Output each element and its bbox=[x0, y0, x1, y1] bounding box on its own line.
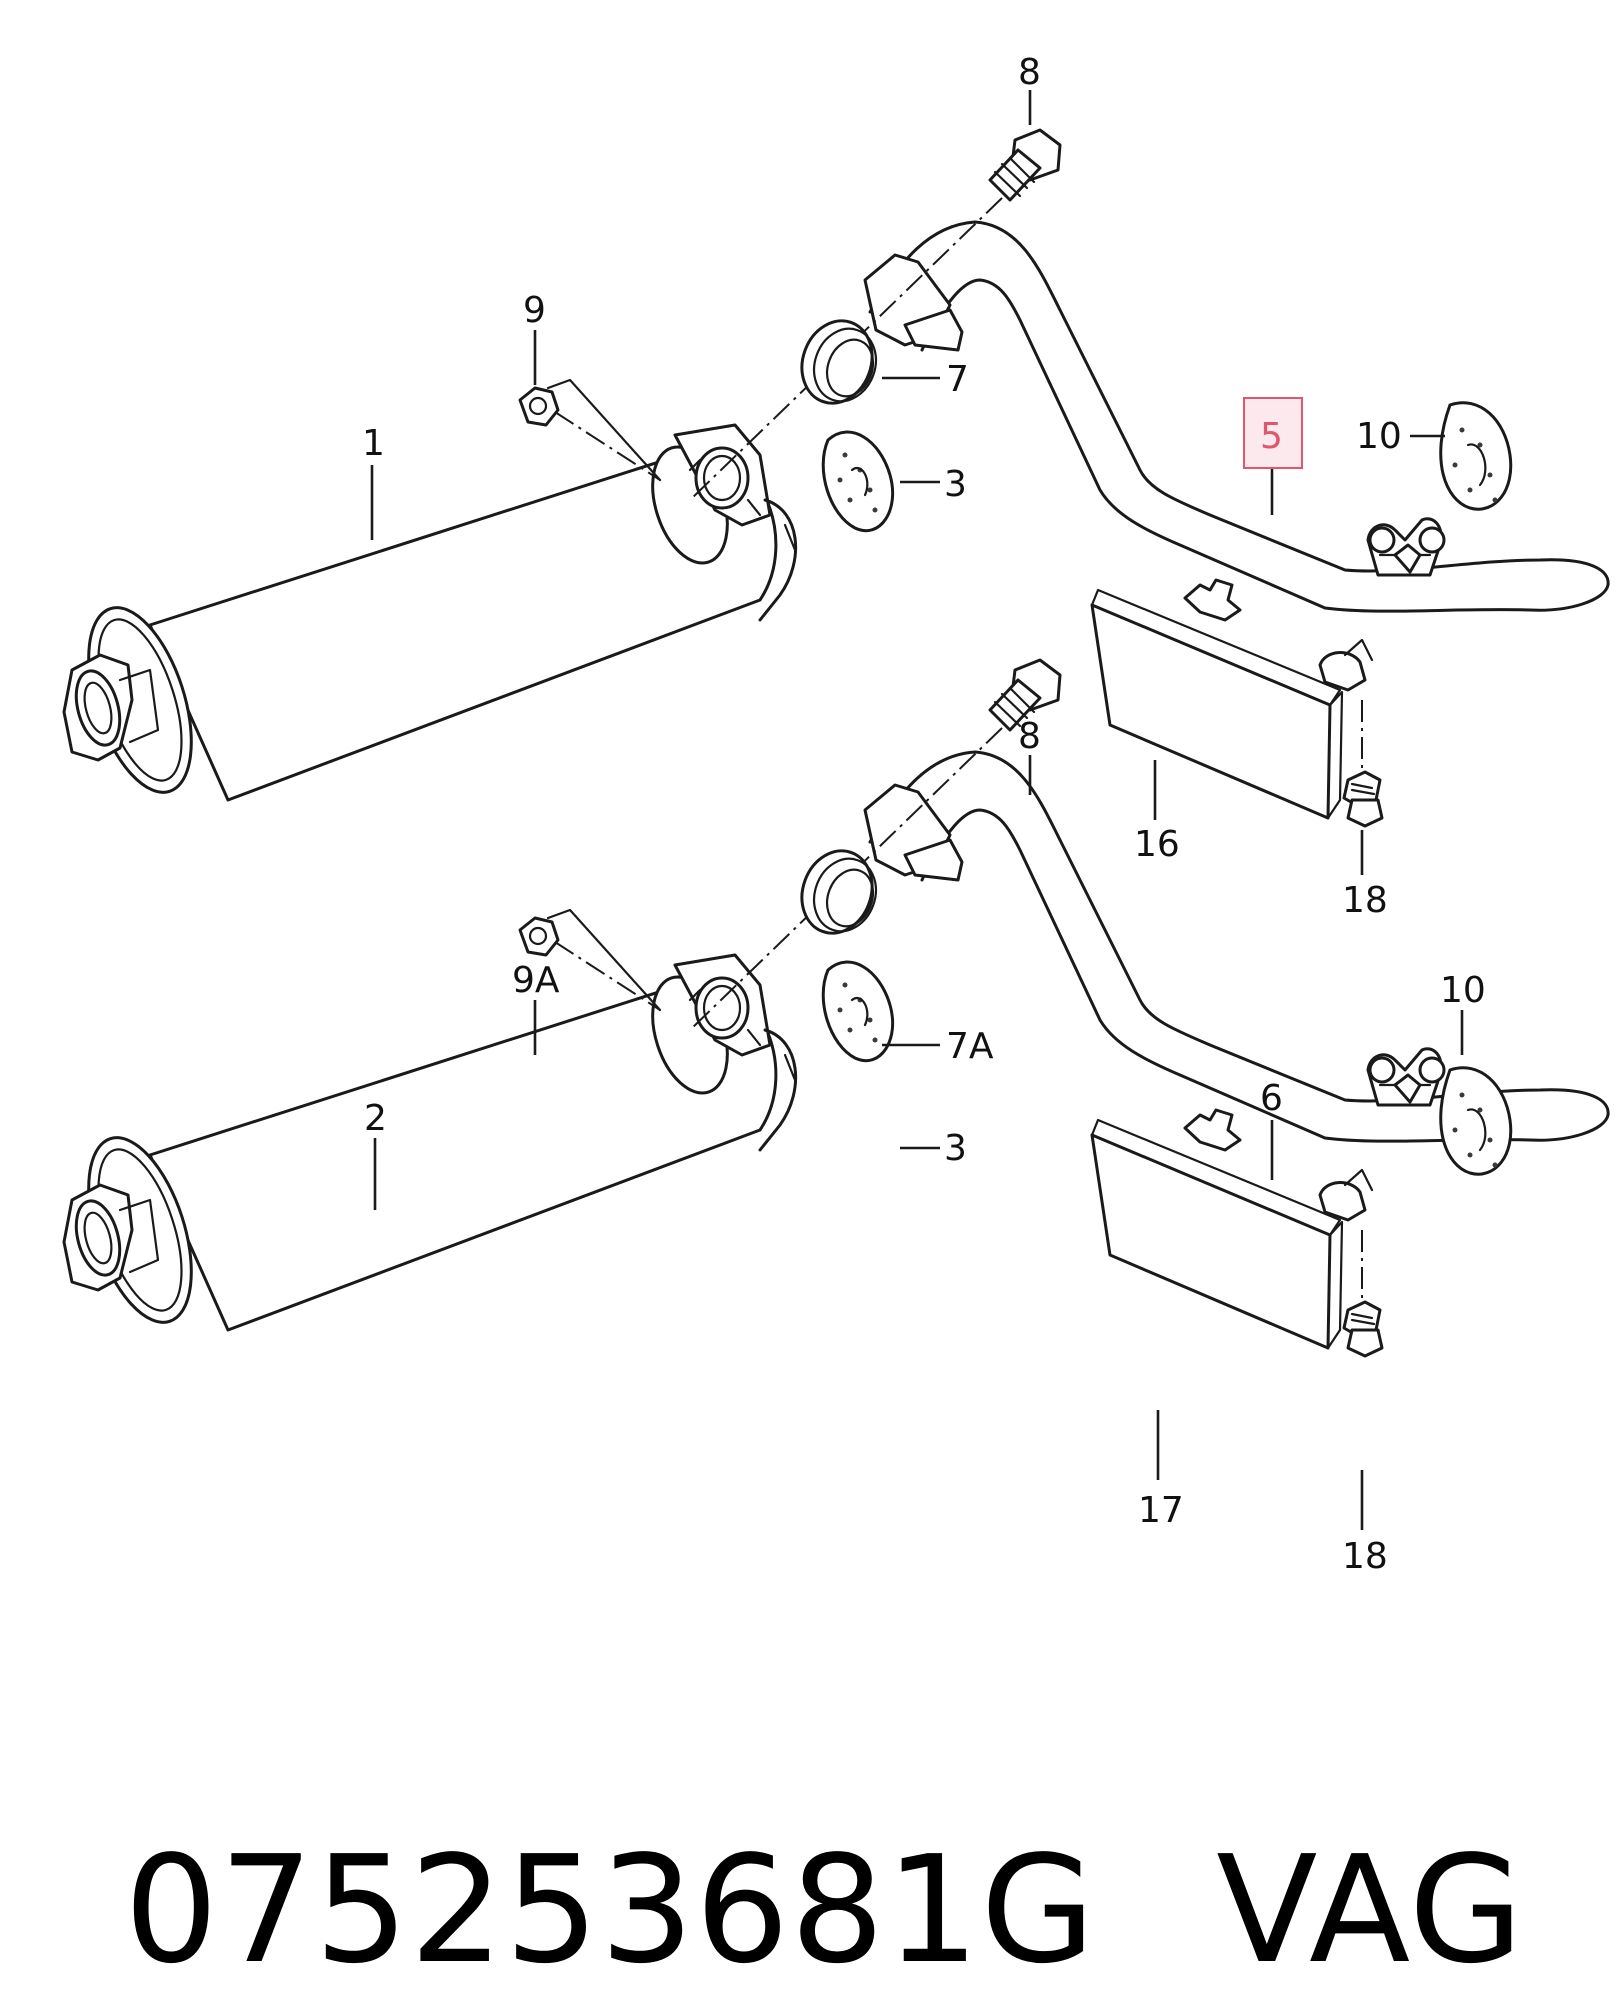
gasket-3-upper bbox=[821, 430, 895, 533]
callout-10-upper: 10 bbox=[1356, 416, 1402, 457]
callout-8-lower: 8 bbox=[1018, 716, 1041, 757]
bolt-18-lower bbox=[1342, 1230, 1384, 1358]
pipe-5 bbox=[863, 220, 1610, 613]
callout-9a: 9A bbox=[512, 960, 560, 1001]
bolt-18-upper bbox=[1342, 700, 1384, 828]
callout-2: 2 bbox=[364, 1098, 387, 1139]
seal-ring-7a bbox=[800, 849, 878, 935]
callout-8-upper: 8 bbox=[1018, 52, 1041, 93]
callout-18-lower: 18 bbox=[1342, 1536, 1388, 1577]
gasket-10-upper bbox=[1439, 401, 1513, 511]
brand-name: VAG bbox=[1216, 1824, 1525, 1996]
seal-ring-7 bbox=[800, 319, 878, 405]
callout-3-lower: 3 bbox=[944, 1128, 967, 1169]
callout-7: 7 bbox=[946, 359, 969, 400]
callout-17: 17 bbox=[1138, 1490, 1184, 1531]
callout-16: 16 bbox=[1134, 824, 1180, 865]
muffler-1 bbox=[62, 423, 798, 802]
lower-assembly bbox=[62, 658, 1610, 1358]
callout-18-upper: 18 bbox=[1342, 880, 1388, 921]
callout-6: 6 bbox=[1260, 1078, 1283, 1119]
upper-assembly bbox=[62, 128, 1610, 828]
leader-lines bbox=[370, 90, 1464, 1530]
part-number: 075253681G bbox=[124, 1824, 1097, 1996]
bolt-8-lower bbox=[689, 658, 1062, 1031]
callout-1: 1 bbox=[362, 423, 385, 464]
nut-9 bbox=[518, 378, 662, 482]
gasket-10-lower bbox=[1439, 1066, 1513, 1176]
nut-9a bbox=[518, 908, 662, 1012]
highlight-box-5 bbox=[1243, 397, 1303, 469]
callout-3-upper: 3 bbox=[944, 464, 967, 505]
heat-shield-17 bbox=[1090, 1108, 1374, 1350]
muffler-2 bbox=[62, 953, 798, 1332]
callout-9: 9 bbox=[523, 290, 546, 331]
callout-labels: 1 8 9 7 3 10 5 16 18 2 8 9A 7A 3 10 6 17… bbox=[362, 52, 1486, 1577]
heat-shield-16 bbox=[1090, 578, 1374, 820]
callout-7a: 7A bbox=[946, 1026, 994, 1067]
bolt-8-upper bbox=[689, 128, 1062, 501]
callout-5[interactable]: 5 bbox=[1260, 416, 1283, 457]
gasket-3-lower bbox=[821, 960, 895, 1063]
callout-10-lower: 10 bbox=[1440, 970, 1486, 1011]
pipe-6 bbox=[863, 750, 1610, 1143]
